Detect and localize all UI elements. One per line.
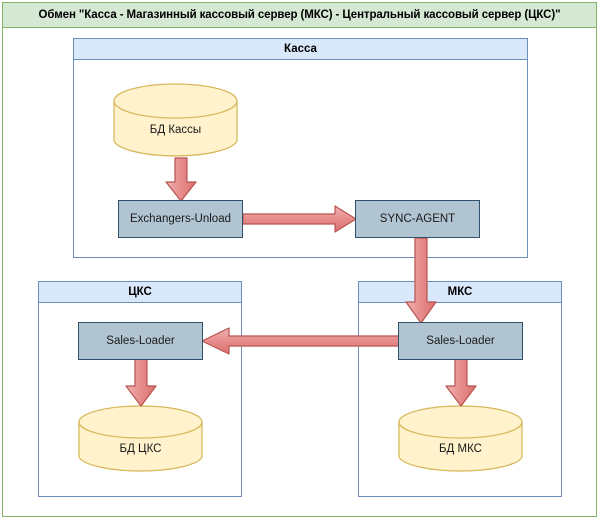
process-cks-sales-loader[interactable]: Sales-Loader [78, 322, 203, 360]
diagram-title: Обмен "Касса - Магазинный кассовый серве… [2, 2, 597, 28]
arrow-mks-loader-to-cks-loader-icon [201, 327, 401, 355]
arrow-mks-loader-to-db-icon [440, 358, 482, 407]
database-cks: БД ЦКС [78, 405, 203, 474]
database-kassa-label: БД Кассы [149, 124, 202, 136]
arrow-cks-loader-to-db-icon [120, 358, 162, 407]
database-kassa: БД Кассы [113, 83, 238, 159]
container-cks-header: ЦКС [39, 282, 241, 303]
container-kassa-header: Касса [74, 39, 527, 60]
database-cks-label: БД ЦКС [119, 442, 162, 455]
process-exchangers-unload[interactable]: Exchangers-Unload [118, 200, 243, 238]
process-sync-agent[interactable]: SYNC-AGENT [355, 200, 480, 238]
arrow-exchangers-to-sync-agent-icon [242, 205, 357, 233]
database-mks-label: БД МКС [439, 442, 482, 455]
arrow-sync-agent-to-mks-loader-icon [400, 237, 442, 324]
container-mks-header: МКС [359, 282, 561, 303]
process-mks-sales-loader[interactable]: Sales-Loader [398, 322, 523, 360]
arrow-db-kassa-to-exchangers-icon [160, 157, 202, 202]
database-mks: БД МКС [398, 405, 523, 474]
